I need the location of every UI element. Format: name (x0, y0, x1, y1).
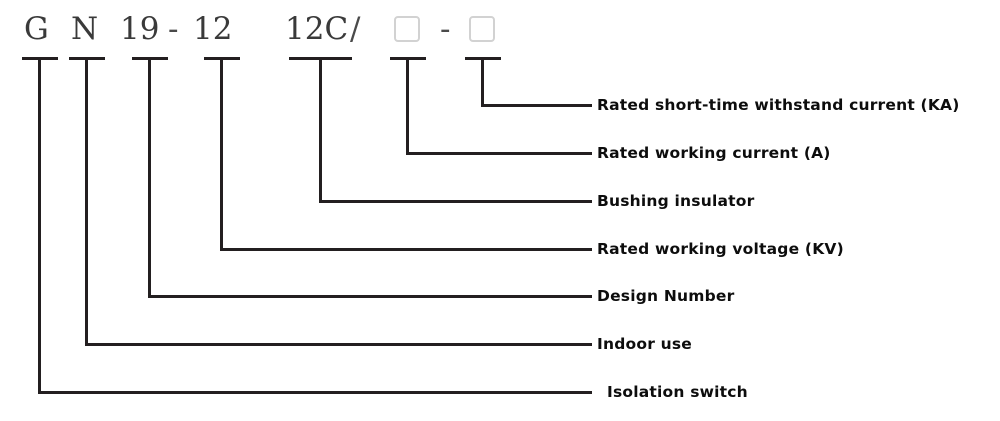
leader-hline-bushing-insulator (319, 200, 592, 203)
code-token-n: N (71, 11, 99, 47)
code-separator-slash: / (350, 11, 361, 47)
code-token-12c: 12C (285, 11, 349, 47)
callout-label-bushing-insulator: Bushing insulator (597, 192, 755, 210)
leader-hline-isolation-switch (38, 391, 592, 394)
leader-vline-bushing-insulator (319, 57, 322, 203)
callout-label-indoor-use: Indoor use (597, 335, 693, 353)
callout-label-short-time-current: Rated short-time withstand current (KA) (597, 96, 960, 114)
leader-hline-working-current (406, 152, 592, 155)
callout-label-design-number: Design Number (597, 287, 735, 305)
leader-hline-design-number (148, 295, 592, 298)
leader-vline-design-number (148, 57, 151, 298)
callout-label-isolation-switch: Isolation switch (607, 383, 748, 401)
leader-hline-short-time-current (481, 104, 592, 107)
leader-vline-working-current (406, 57, 409, 155)
code-box-2 (469, 16, 495, 42)
callout-label-working-current: Rated working current (A) (597, 144, 831, 162)
code-separator-dash-2: - (440, 11, 451, 47)
leader-vline-indoor-use (85, 57, 88, 346)
code-separator-dash-1: - (168, 11, 179, 47)
leader-vline-isolation-switch (38, 57, 41, 394)
leader-vline-short-time-current (481, 57, 484, 107)
code-box-1 (394, 16, 420, 42)
code-token-g: G (24, 11, 49, 47)
code-row: G N 19 - 12 12C / - (0, 0, 560, 62)
callout-label-working-voltage: Rated working voltage (KV) (597, 240, 844, 258)
leader-hline-indoor-use (85, 343, 592, 346)
code-token-12: 12 (193, 11, 233, 47)
leader-hline-working-voltage (220, 248, 592, 251)
code-token-19: 19 (120, 11, 160, 47)
leader-vline-working-voltage (220, 57, 223, 251)
